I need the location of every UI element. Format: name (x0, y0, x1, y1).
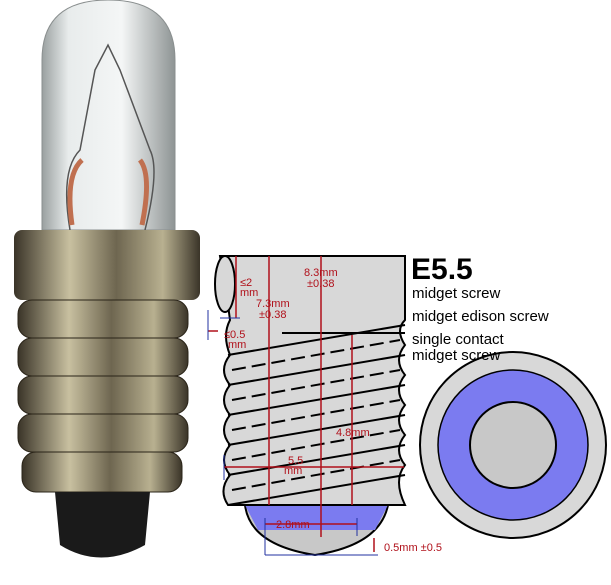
name-1: midget screw (412, 285, 501, 302)
name-3: single contact midget screw (412, 331, 504, 364)
name-2: midget edison screw (412, 308, 549, 325)
overall-length-label: 8.3mm±0.38 (304, 267, 338, 290)
contact-diameter-label: 2.8mm (276, 519, 310, 531)
lamp-photo (14, 0, 200, 558)
socket-title: E5.5 (411, 253, 473, 286)
minor-length-label: 4.8mm (336, 427, 370, 439)
thread-length-label: 7.3mm±0.38 (256, 298, 290, 321)
contact-height-label: 0.5mm ±0.5 (384, 542, 442, 554)
bottom-view (419, 351, 607, 539)
